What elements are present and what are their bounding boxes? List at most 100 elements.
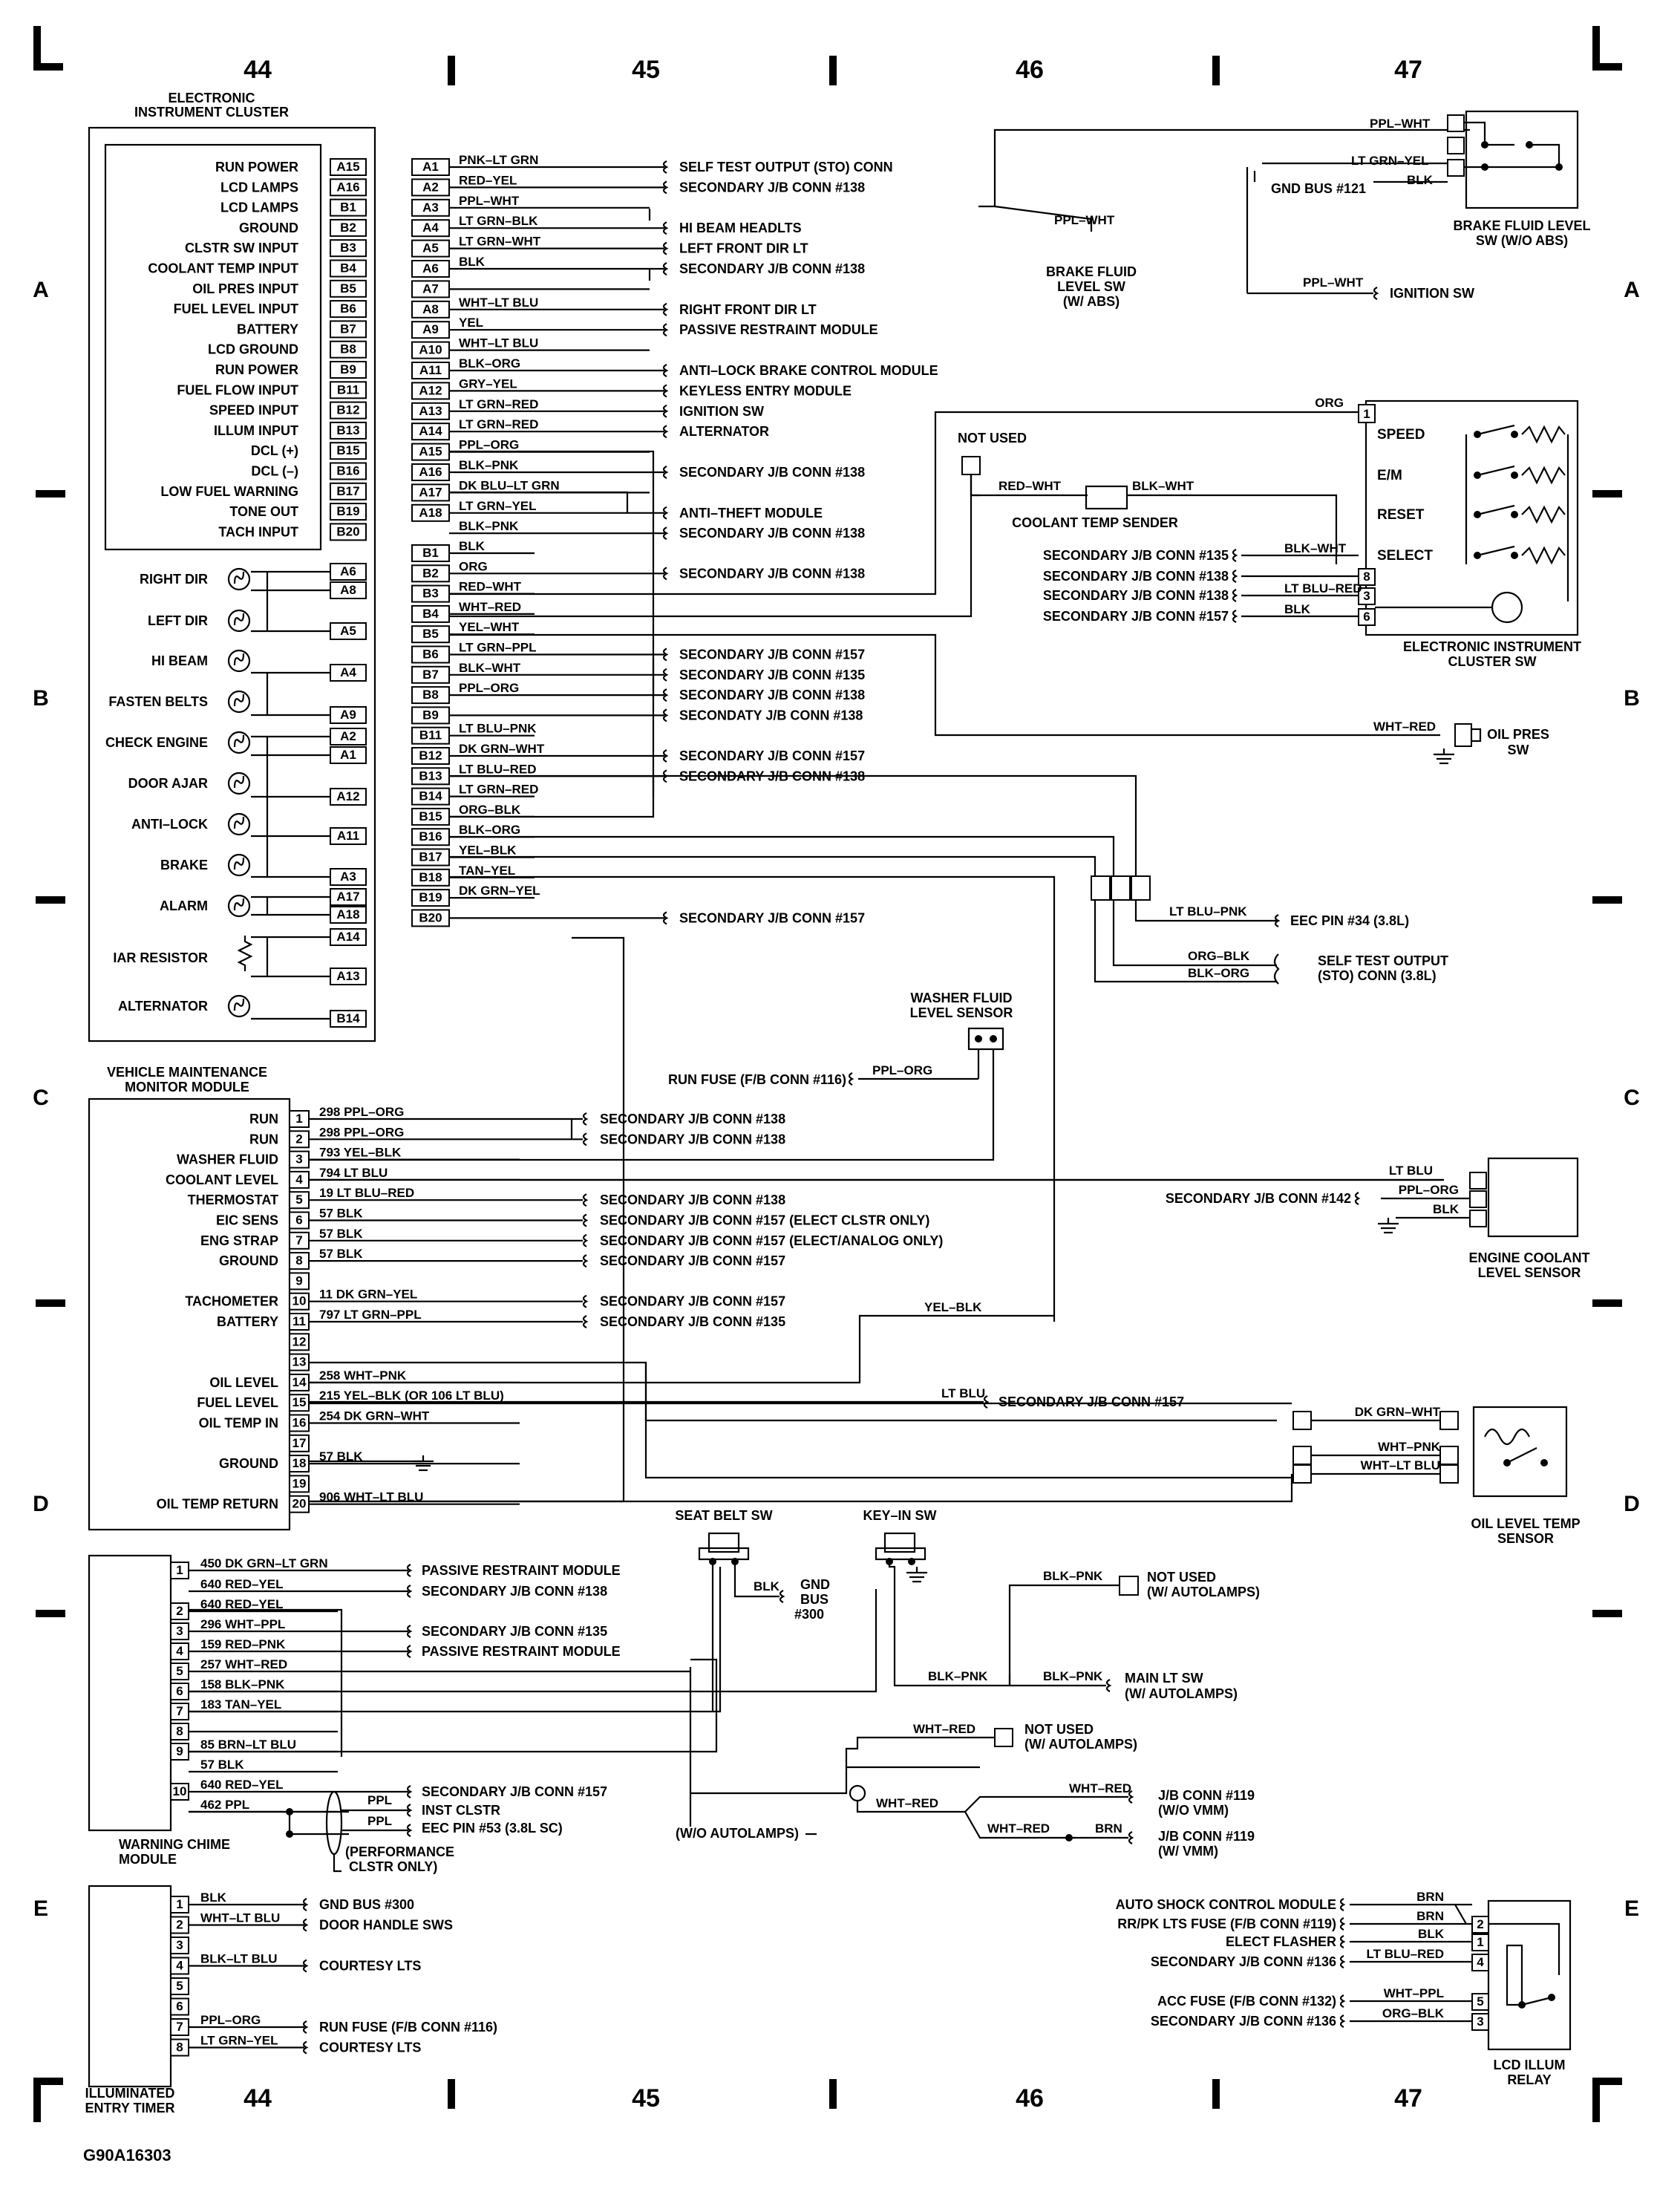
wire-color: BLK–ORG — [459, 823, 520, 837]
bulb-icon — [227, 853, 251, 877]
wire-color: 793 YEL–BLK — [319, 1146, 402, 1160]
destination: DOOR HANDLE SWS — [319, 1918, 453, 1933]
wire-color: 462 PPL — [200, 1798, 249, 1812]
destination: RUN FUSE (F/B CONN #116) — [319, 2020, 497, 2035]
connector-chevron-icon — [406, 1824, 413, 1837]
pin-label: B9 — [422, 708, 439, 722]
pin-label: B18 — [419, 870, 442, 884]
pin-label: 6 — [295, 1213, 302, 1227]
vmm-pin-label: RUN — [249, 1132, 278, 1146]
wire — [309, 1049, 995, 1161]
destination: SECONDARY J/B CONN #138 — [600, 1112, 785, 1126]
pin-label: 9 — [176, 1744, 183, 1758]
wire-color: DK GRN–WHT — [1355, 1405, 1441, 1419]
pin-label: B7 — [340, 322, 356, 336]
wire-color: 450 DK GRN–LT GRN — [200, 1556, 328, 1570]
pin-label: A13 — [336, 969, 359, 983]
pin-label: A9 — [340, 708, 356, 722]
vmm-pin-label: OIL LEVEL — [209, 1375, 278, 1390]
wire-color: LT GRN–RED — [459, 397, 538, 411]
pin-box — [1447, 159, 1465, 177]
eic-input-label: LCD LAMPS — [220, 200, 298, 215]
wire-color: 794 LT BLU — [319, 1166, 388, 1180]
pin-label: B14 — [419, 789, 442, 803]
connector-chevron-icon — [302, 2040, 309, 2055]
row-letter: B — [33, 686, 49, 711]
pin-box — [1358, 404, 1376, 423]
vmm-pin-label: OIL TEMP RETURN — [157, 1497, 278, 1512]
wire-color: WHT–RED — [913, 1722, 975, 1736]
wire-color: BRN — [1416, 1890, 1444, 1904]
filament-icon — [233, 816, 245, 829]
pin-label: A17 — [336, 890, 359, 904]
wire-color: DK GRN–WHT — [459, 742, 545, 756]
pin-label: B19 — [336, 504, 359, 518]
connector-chevron-icon — [582, 1132, 589, 1146]
source: SECONDARY J/B CONN #138 — [1043, 588, 1229, 603]
wire-color: LT GRN–RED — [459, 417, 538, 431]
eic-input-label: FUEL FLOW INPUT — [177, 382, 298, 397]
eic-pin — [330, 218, 367, 237]
bulb-icon — [227, 994, 251, 1018]
eic-lamp-label: DOOR AJAR — [128, 776, 208, 791]
wire-color: 159 RED–PNK — [200, 1637, 286, 1651]
bulb-icon — [227, 567, 251, 591]
pin-label: A8 — [340, 583, 356, 597]
eic-inner-box — [104, 143, 322, 551]
pin-label: 11 — [292, 1314, 306, 1328]
wire — [1477, 545, 1515, 557]
pin-label: A18 — [419, 506, 442, 520]
note: (PERFORMANCE — [345, 1844, 454, 1859]
connector-chevron-icon — [662, 425, 669, 439]
destination: SECONDARY J/B CONN #157 — [679, 647, 865, 662]
pin-label: 8 — [1363, 570, 1370, 584]
wire-color: 215 YEL–BLK (OR 106 LT BLU) — [319, 1389, 504, 1403]
wire-color: BRN — [1416, 1909, 1444, 1923]
wire — [1488, 1922, 1560, 1975]
resistor-icon — [1521, 505, 1566, 524]
eic-input-label: LCD LAMPS — [220, 180, 298, 195]
destination: IGNITION SW — [1390, 286, 1474, 301]
wire-color: 296 WHT–PPL — [200, 1617, 285, 1631]
component-label: CLUSTER SW — [1448, 654, 1537, 669]
connector-chevron-icon — [1339, 2014, 1346, 2028]
row-divider — [1592, 490, 1622, 497]
column-number: 47 — [1394, 2084, 1422, 2113]
wire-color: LT GRN–YEL — [200, 2034, 278, 2048]
pin-box — [1292, 1411, 1312, 1430]
pin-label: B4 — [340, 261, 356, 275]
wire-color: PPL–ORG — [1399, 1183, 1459, 1197]
vmm-pin — [289, 1434, 310, 1452]
connector-chevron-icon — [1232, 589, 1238, 602]
destination: (W/ AUTOLAMPS) — [1125, 1686, 1238, 1701]
pin-label: 10 — [173, 1784, 187, 1798]
pin-label: B11 — [419, 728, 442, 743]
filament-icon — [233, 734, 245, 748]
pin-label: A3 — [340, 870, 356, 884]
pin-label: A3 — [422, 200, 439, 215]
not-used-terminal — [961, 456, 981, 475]
destination: SECONDARY J/B CONN #138 — [679, 566, 865, 581]
destination: SECONDARY J/B CONN #138 — [679, 688, 865, 702]
pin-label: 8 — [176, 2040, 183, 2055]
bulb-icon — [227, 894, 251, 918]
row-divider — [36, 1299, 65, 1307]
destination: SECONDATY J/B CONN #138 — [679, 708, 863, 722]
pin-label: 18 — [292, 1456, 307, 1470]
eic-lamp-label: CHECK ENGINE — [105, 735, 208, 750]
wire-color: DK GRN–YEL — [459, 884, 540, 898]
row-letter: D — [33, 1492, 49, 1516]
wire — [964, 1811, 1128, 1839]
wire-color: 640 RED–YEL — [200, 1597, 284, 1611]
column-divider — [448, 56, 455, 85]
wire — [189, 1608, 343, 1757]
pin-label: A18 — [336, 907, 359, 921]
wire-color: GRY–YEL — [459, 376, 517, 391]
eic-input-label: LCD GROUND — [208, 342, 298, 357]
row-letter: A — [1624, 278, 1640, 302]
pin-label: A11 — [337, 829, 359, 843]
key-in-sw-body — [883, 1532, 916, 1553]
component-label: ELECTRONIC INSTRUMENT — [1403, 639, 1581, 654]
washer-sensor — [967, 1027, 1004, 1051]
vmm-title: MONITOR MODULE — [125, 1080, 249, 1094]
